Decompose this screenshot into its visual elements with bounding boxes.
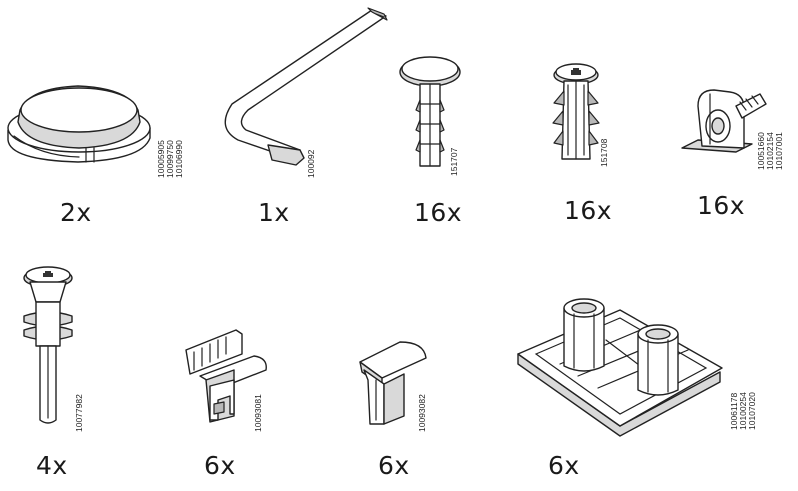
part-cam-lock-fitting: 10051660 10102154 10107001 16x [670,70,798,240]
part-shelf-support-cap: 10093082 6x [340,320,460,491]
quantity-label: 4x [36,451,68,480]
cam-bolt-icon [23,266,73,424]
part-round-glide-cap: 10005905 10099750 10106990 2x [0,0,200,240]
quantity-label: 6x [378,451,410,480]
quantity-label: 6x [204,451,236,480]
part-codes: 100092 [306,149,316,178]
double-foot-bracket-icon [517,298,723,437]
push-pin-dowel-icon [399,56,461,167]
part-codes: 10051660 10102154 10107001 [756,132,784,170]
part-push-pin-dowel: 151707 16x [380,40,490,240]
part-codes: 151707 [449,147,459,176]
part-codes: 10093081 [253,394,263,432]
part-codes: 10005905 10099750 10106990 [156,140,184,178]
quantity-label: 16x [414,198,463,227]
shelf-support-cap-icon [359,341,427,425]
expansion-plug-icon [552,63,600,160]
part-shelf-clip: 10093081 6x [170,320,290,491]
quantity-label: 16x [697,191,746,220]
shelf-clip-icon [185,329,267,423]
cam-lock-fitting-icon [681,89,767,153]
allen-key-icon [224,7,388,166]
part-expansion-plug: 151708 16x [530,55,640,240]
part-codes: 151708 [599,138,609,167]
quantity-label: 6x [548,451,580,480]
part-cam-bolt: 10077982 4x [0,260,130,491]
quantity-label: 1x [258,198,290,227]
part-allen-key: 100092 1x [200,0,388,240]
part-double-foot-bracket: 10061178 10100254 10107020 6x [500,280,798,491]
part-codes: 10077982 [74,394,84,432]
round-glide-cap-icon [7,85,151,163]
part-codes: 10093082 [417,394,427,432]
quantity-label: 16x [564,196,613,225]
quantity-label: 2x [60,198,92,227]
part-codes: 10061178 10100254 10107020 [729,392,757,430]
